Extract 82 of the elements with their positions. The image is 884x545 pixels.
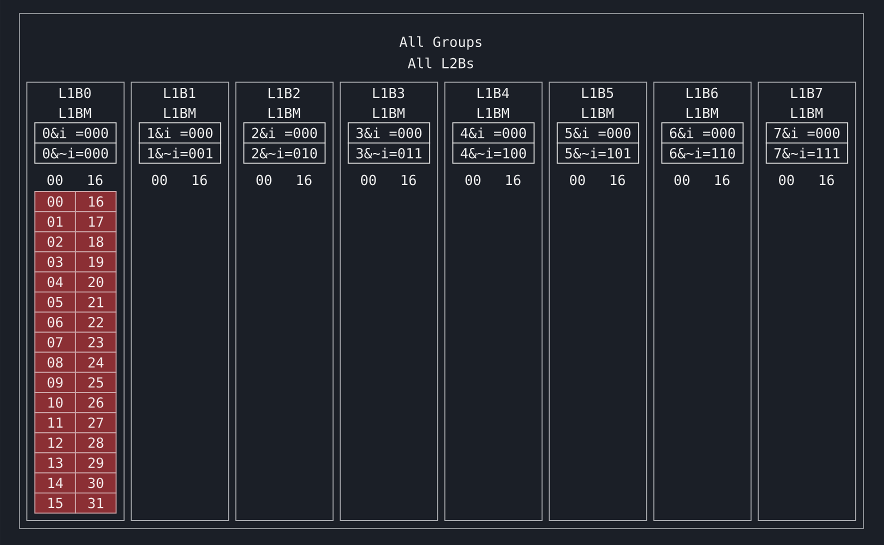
- title-line: All L2Bs: [408, 58, 473, 68]
- table-cell: 29: [74, 452, 117, 474]
- table-cell: 01: [34, 211, 76, 232]
- table-cell: 10: [34, 392, 76, 414]
- table-cell: 13: [34, 452, 76, 474]
- table-cell: 23: [74, 332, 117, 353]
- bank-label: L1B6: [686, 88, 718, 98]
- column-header: 16: [192, 174, 207, 186]
- memory-label: L1BM: [791, 108, 823, 118]
- table-cell: 06: [34, 312, 76, 333]
- address-box: 3&i =000: [348, 122, 430, 144]
- column-header: 16: [610, 174, 625, 186]
- table-cell: 00: [34, 191, 76, 212]
- table-cell: 24: [74, 352, 117, 373]
- table-cell: 30: [74, 472, 117, 494]
- table-cell: 05: [34, 292, 76, 313]
- table-cell: 22: [74, 312, 117, 333]
- memory-label: L1BM: [686, 108, 718, 118]
- table-cell: 25: [74, 372, 117, 393]
- table-cell: 31: [74, 492, 117, 514]
- table-cell: 12: [34, 432, 76, 454]
- address-box: 4&i =000: [452, 122, 535, 144]
- column-header: 00: [256, 174, 272, 186]
- column-header: 00: [570, 174, 585, 186]
- address-box: 3&~i=011: [348, 142, 430, 164]
- column-header: 16: [297, 174, 312, 186]
- bank-label: L1B5: [582, 88, 614, 98]
- table-cell: 28: [74, 432, 117, 454]
- memory-label: L1BM: [478, 108, 510, 118]
- table-cell: 11: [34, 412, 76, 434]
- column-header: 16: [402, 174, 416, 186]
- bank-label: L1B4: [478, 88, 509, 98]
- address-box: 2&i =000: [243, 122, 326, 144]
- bank-label: L1B1: [164, 88, 196, 98]
- table-cell: 02: [34, 231, 76, 252]
- bank-label: L1B3: [373, 88, 404, 98]
- address-box: 5&~i=101: [556, 142, 640, 164]
- address-box: 4&~i=100: [452, 142, 535, 164]
- table-cell: 07: [34, 332, 76, 353]
- column-header: 16: [506, 174, 520, 186]
- memory-label: L1BM: [60, 108, 92, 118]
- table-cell: 26: [74, 392, 117, 414]
- bank-label: L1B7: [791, 88, 822, 98]
- table-cell: 08: [34, 352, 76, 373]
- table-cell: 21: [74, 292, 117, 313]
- column-header: 00: [674, 174, 690, 186]
- table-cell: 17: [74, 211, 117, 232]
- table-cell: 18: [74, 231, 117, 252]
- column-header: 16: [88, 174, 102, 186]
- address-box: 7&~i=111: [766, 142, 848, 164]
- address-box: 7&i =000: [766, 122, 848, 144]
- bank-label: L1B0: [60, 88, 91, 98]
- memory-label: L1BM: [164, 108, 196, 118]
- column-header: 00: [152, 174, 167, 186]
- column-header: 00: [48, 174, 62, 186]
- address-box: 2&~i=010: [243, 142, 326, 164]
- title-line: All Groups: [400, 36, 482, 50]
- address-box: 6&i =000: [661, 122, 744, 144]
- table-cell: 19: [74, 251, 117, 272]
- table-cell: 16: [74, 191, 117, 212]
- column-header: 16: [715, 174, 730, 186]
- memory-label: L1BM: [582, 108, 614, 118]
- address-box: 0&~i=000: [34, 142, 117, 164]
- table-cell: 14: [34, 472, 76, 494]
- table-cell: 03: [34, 251, 76, 272]
- address-box: 5&i =000: [556, 122, 640, 144]
- column-header: 00: [466, 174, 480, 186]
- bank-label: L1B2: [268, 88, 300, 98]
- table-cell: 09: [34, 372, 76, 393]
- memory-label: L1BM: [268, 108, 300, 118]
- address-box: 0&i =000: [34, 122, 117, 144]
- column-header: 00: [779, 174, 794, 186]
- table-cell: 15: [34, 492, 76, 514]
- address-box: 6&~i=110: [661, 142, 744, 164]
- address-box: 1&i =000: [138, 122, 222, 144]
- memory-label: L1BM: [373, 108, 405, 118]
- column-header: 16: [820, 174, 834, 186]
- table-cell: 04: [34, 271, 76, 292]
- table-cell: 27: [74, 412, 117, 434]
- address-box: 1&~i=001: [138, 142, 222, 164]
- column-header: 00: [361, 174, 376, 186]
- table-cell: 20: [74, 271, 117, 292]
